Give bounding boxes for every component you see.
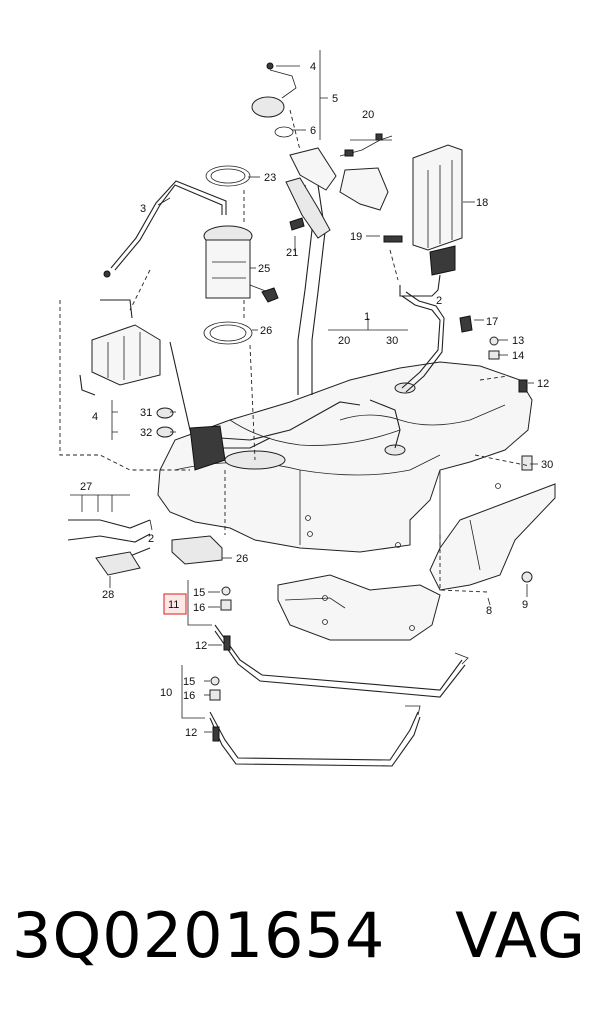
callout-31: 31 bbox=[140, 407, 152, 419]
harness bbox=[339, 133, 393, 157]
fuel-line bbox=[103, 180, 227, 278]
callout-16-upper: 16 bbox=[193, 602, 205, 614]
callout-23: 25 bbox=[258, 263, 270, 275]
callout-2-left: 2 bbox=[148, 533, 154, 545]
vent-line bbox=[401, 291, 445, 393]
callout-19: 19 bbox=[350, 231, 362, 243]
fuel-pump-module bbox=[203, 225, 279, 303]
wiring-plug bbox=[67, 519, 151, 576]
callout-26: 26 bbox=[236, 553, 248, 565]
callout-3: 3 bbox=[140, 203, 146, 215]
callout-1: 1 bbox=[364, 311, 370, 323]
fuel-tank bbox=[157, 361, 533, 560]
callout-11: 11 bbox=[168, 599, 179, 611]
callout-15-lower: 15 bbox=[183, 676, 195, 688]
part-number: 3Q0201654 bbox=[12, 898, 386, 972]
callout-12-right: 12 bbox=[537, 378, 549, 390]
fuel-tank-exploded-diagram: 4 5 6 20 23 18 3 21 19 25 2 17 1 26 20 3… bbox=[59, 50, 556, 767]
callout-7: 4 bbox=[310, 61, 316, 73]
callout-17: 17 bbox=[486, 316, 498, 328]
callout-16-lower: 16 bbox=[183, 690, 195, 702]
carbon-canister bbox=[399, 144, 463, 297]
callout-5: 5 bbox=[332, 93, 338, 105]
callout-2-top: 2 bbox=[436, 295, 442, 307]
callout-32: 32 bbox=[140, 427, 152, 439]
callout-12-lower: 12 bbox=[185, 727, 197, 739]
seal-rings bbox=[203, 165, 253, 345]
callout-27: 27 bbox=[80, 481, 92, 493]
callout-30-top: 30 bbox=[386, 335, 398, 347]
brand: VAG bbox=[455, 898, 586, 972]
dashed-leaders bbox=[59, 109, 531, 593]
callout-8: 8 bbox=[486, 605, 492, 617]
callout-28: 28 bbox=[102, 589, 114, 601]
caption: 3Q0201654 VAG bbox=[0, 880, 600, 990]
filler-neck bbox=[285, 147, 389, 395]
callout-25: 26 bbox=[260, 325, 272, 337]
tank-straps bbox=[209, 624, 469, 767]
callout-9: 9 bbox=[522, 599, 528, 611]
callout-18: 18 bbox=[476, 197, 488, 209]
heat-shield bbox=[429, 483, 556, 591]
filler-cap bbox=[251, 62, 297, 138]
leader-brackets bbox=[70, 50, 408, 719]
connector-bracket bbox=[79, 299, 161, 396]
callout-13: 13 bbox=[512, 335, 524, 347]
fasteners bbox=[209, 217, 533, 742]
callout-4: 4 bbox=[92, 411, 98, 423]
callout-30-right: 30 bbox=[541, 459, 553, 471]
control-unit bbox=[171, 425, 226, 565]
callout-15-upper: 15 bbox=[193, 587, 205, 599]
callout-12-upper: 12 bbox=[195, 640, 207, 652]
callout-labels: 4 5 6 20 23 18 3 21 19 25 2 17 1 26 20 3… bbox=[80, 61, 553, 739]
callout-20: 20 bbox=[362, 109, 374, 121]
callout-10: 10 bbox=[160, 687, 172, 699]
underbody-shield bbox=[277, 574, 441, 641]
callout-21: 21 bbox=[286, 247, 298, 259]
callout-14: 14 bbox=[512, 350, 524, 362]
callout-6: 6 bbox=[310, 125, 316, 137]
callout-22: 23 bbox=[264, 172, 276, 184]
highlight-box bbox=[163, 593, 187, 615]
callout-20-b: 20 bbox=[338, 335, 350, 347]
leader-lines bbox=[109, 65, 538, 733]
